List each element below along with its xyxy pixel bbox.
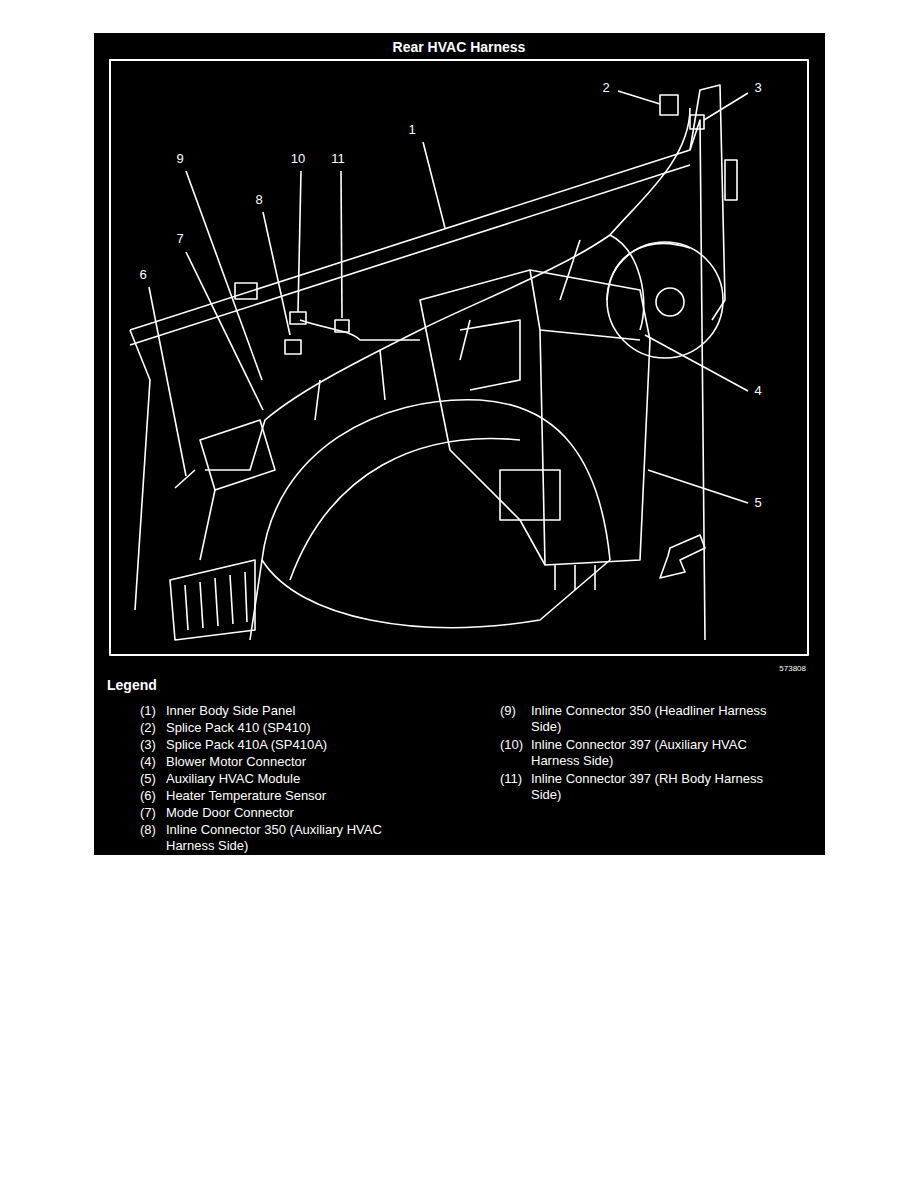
legend-number: (6) <box>140 788 156 804</box>
callout-number: 6 <box>139 267 146 283</box>
legend-number: (5) <box>140 771 156 787</box>
callout-number: 5 <box>754 495 761 511</box>
legend-text: Splice Pack 410A (SP410A) <box>166 737 406 753</box>
legend-number: (7) <box>140 805 156 821</box>
legend-text: Mode Door Connector <box>166 805 406 821</box>
legend-text: Inline Connector 397 (RH Body Harness Si… <box>531 771 776 803</box>
callout-number: 7 <box>176 231 183 247</box>
legend-text: Auxiliary HVAC Module <box>166 771 406 787</box>
legend-text: Inline Connector 350 (Auxiliary HVAC Har… <box>166 822 406 854</box>
legend-text: Heater Temperature Sensor <box>166 788 406 804</box>
callout-number: 8 <box>255 192 262 208</box>
legend-text: Splice Pack 410 (SP410) <box>166 720 406 736</box>
callout-number: 9 <box>176 151 183 167</box>
legend-number: (9) <box>500 703 516 719</box>
legend-number: (4) <box>140 754 156 770</box>
callout-number: 3 <box>754 80 761 96</box>
image-code: 573808 <box>779 664 806 674</box>
callout-number: 11 <box>331 151 345 167</box>
legend-heading: Legend <box>107 677 157 693</box>
legend-number: (8) <box>140 822 156 838</box>
legend-number: (2) <box>140 720 156 736</box>
figure-title: Rear HVAC Harness <box>393 39 526 55</box>
callout-number: 10 <box>291 151 305 167</box>
callout-number: 4 <box>754 383 761 399</box>
legend-text: Blower Motor Connector <box>166 754 406 770</box>
legend-number: (11) <box>500 771 522 787</box>
legend-text: Inline Connector 397 (Auxiliary HVAC Har… <box>531 737 776 769</box>
callout-number: 1 <box>408 122 415 138</box>
legend-number: (1) <box>140 703 156 719</box>
legend-number: (10) <box>500 737 523 753</box>
legend-number: (3) <box>140 737 156 753</box>
legend-text: Inner Body Side Panel <box>166 703 406 719</box>
legend-text: Inline Connector 350 (Headliner Harness … <box>531 703 776 735</box>
callout-number: 2 <box>602 80 609 96</box>
